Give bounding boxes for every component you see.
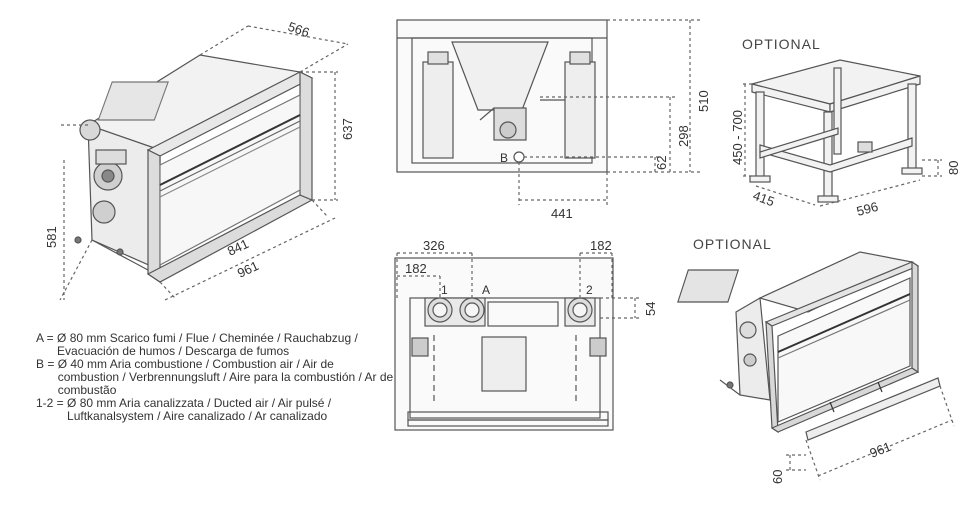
optional-frame-kit-drawing [677,251,941,441]
marker-1: 1 [441,283,448,297]
dim-depth: 566 [286,19,312,41]
dim-width-total: 961 [235,258,261,281]
front-view-drawing [394,257,614,431]
legend-text: Ø 40 mm Aria combustione / Combustion ai… [57,357,394,397]
marker-b: B [500,151,508,165]
legend-key: B = [36,357,58,371]
legend-item-a: A = Ø 80 mm Scarico fumi / Flue / Chemin… [36,332,396,358]
legend-text: Ø 80 mm Aria canalizzata / Ducted air / … [67,396,332,423]
dim-left-offset-a: 326 [423,238,445,253]
marker-a: A [482,283,490,297]
dim-stand-width: 596 [855,199,880,219]
fireplace-perspective-view [74,54,314,284]
legend-key: 1-2 = [36,396,68,410]
legend: A = Ø 80 mm Scarico fumi / Flue / Chemin… [36,332,396,423]
dim-height-front: 581 [44,226,59,248]
dim-right-offset-2: 182 [590,238,612,253]
dim-kit-width: 961 [868,439,894,461]
optional-label-stand: OPTIONAL [742,36,821,52]
dim-air-offset: 441 [551,206,573,221]
dim-height-total: 637 [340,118,355,140]
dim-stand-height: 450 - 700 [730,110,745,165]
rear-view-dimension-lines [518,19,700,205]
optional-label-kit: OPTIONAL [693,236,772,252]
dim-stand-foot: 80 [946,161,960,175]
dim-duct-top: 54 [643,302,658,316]
dim-flue-height: 298 [676,125,691,147]
kit-dimension-lines [786,385,955,481]
dim-stand-depth: 415 [751,188,777,210]
optional-stand-drawing [749,59,923,203]
dim-top-height: 510 [696,90,711,112]
legend-key: A = [36,331,58,345]
front-view-dimension-lines [396,252,640,319]
dim-kit-height: 60 [770,470,785,484]
marker-2: 2 [586,283,593,297]
legend-item-1-2: 1-2 = Ø 80 mm Aria canalizzata / Ducted … [36,397,396,423]
dim-left-offset-1: 182 [405,261,427,276]
stand-dimension-lines [742,83,942,207]
legend-text: Ø 80 mm Scarico fumi / Flue / Cheminée /… [57,331,358,358]
perspective-dimension-lines [59,25,349,301]
legend-item-b: B = Ø 40 mm Aria combustione / Combustio… [36,358,396,397]
dim-air-height: 62 [654,156,669,170]
rear-view-drawing [396,19,608,173]
